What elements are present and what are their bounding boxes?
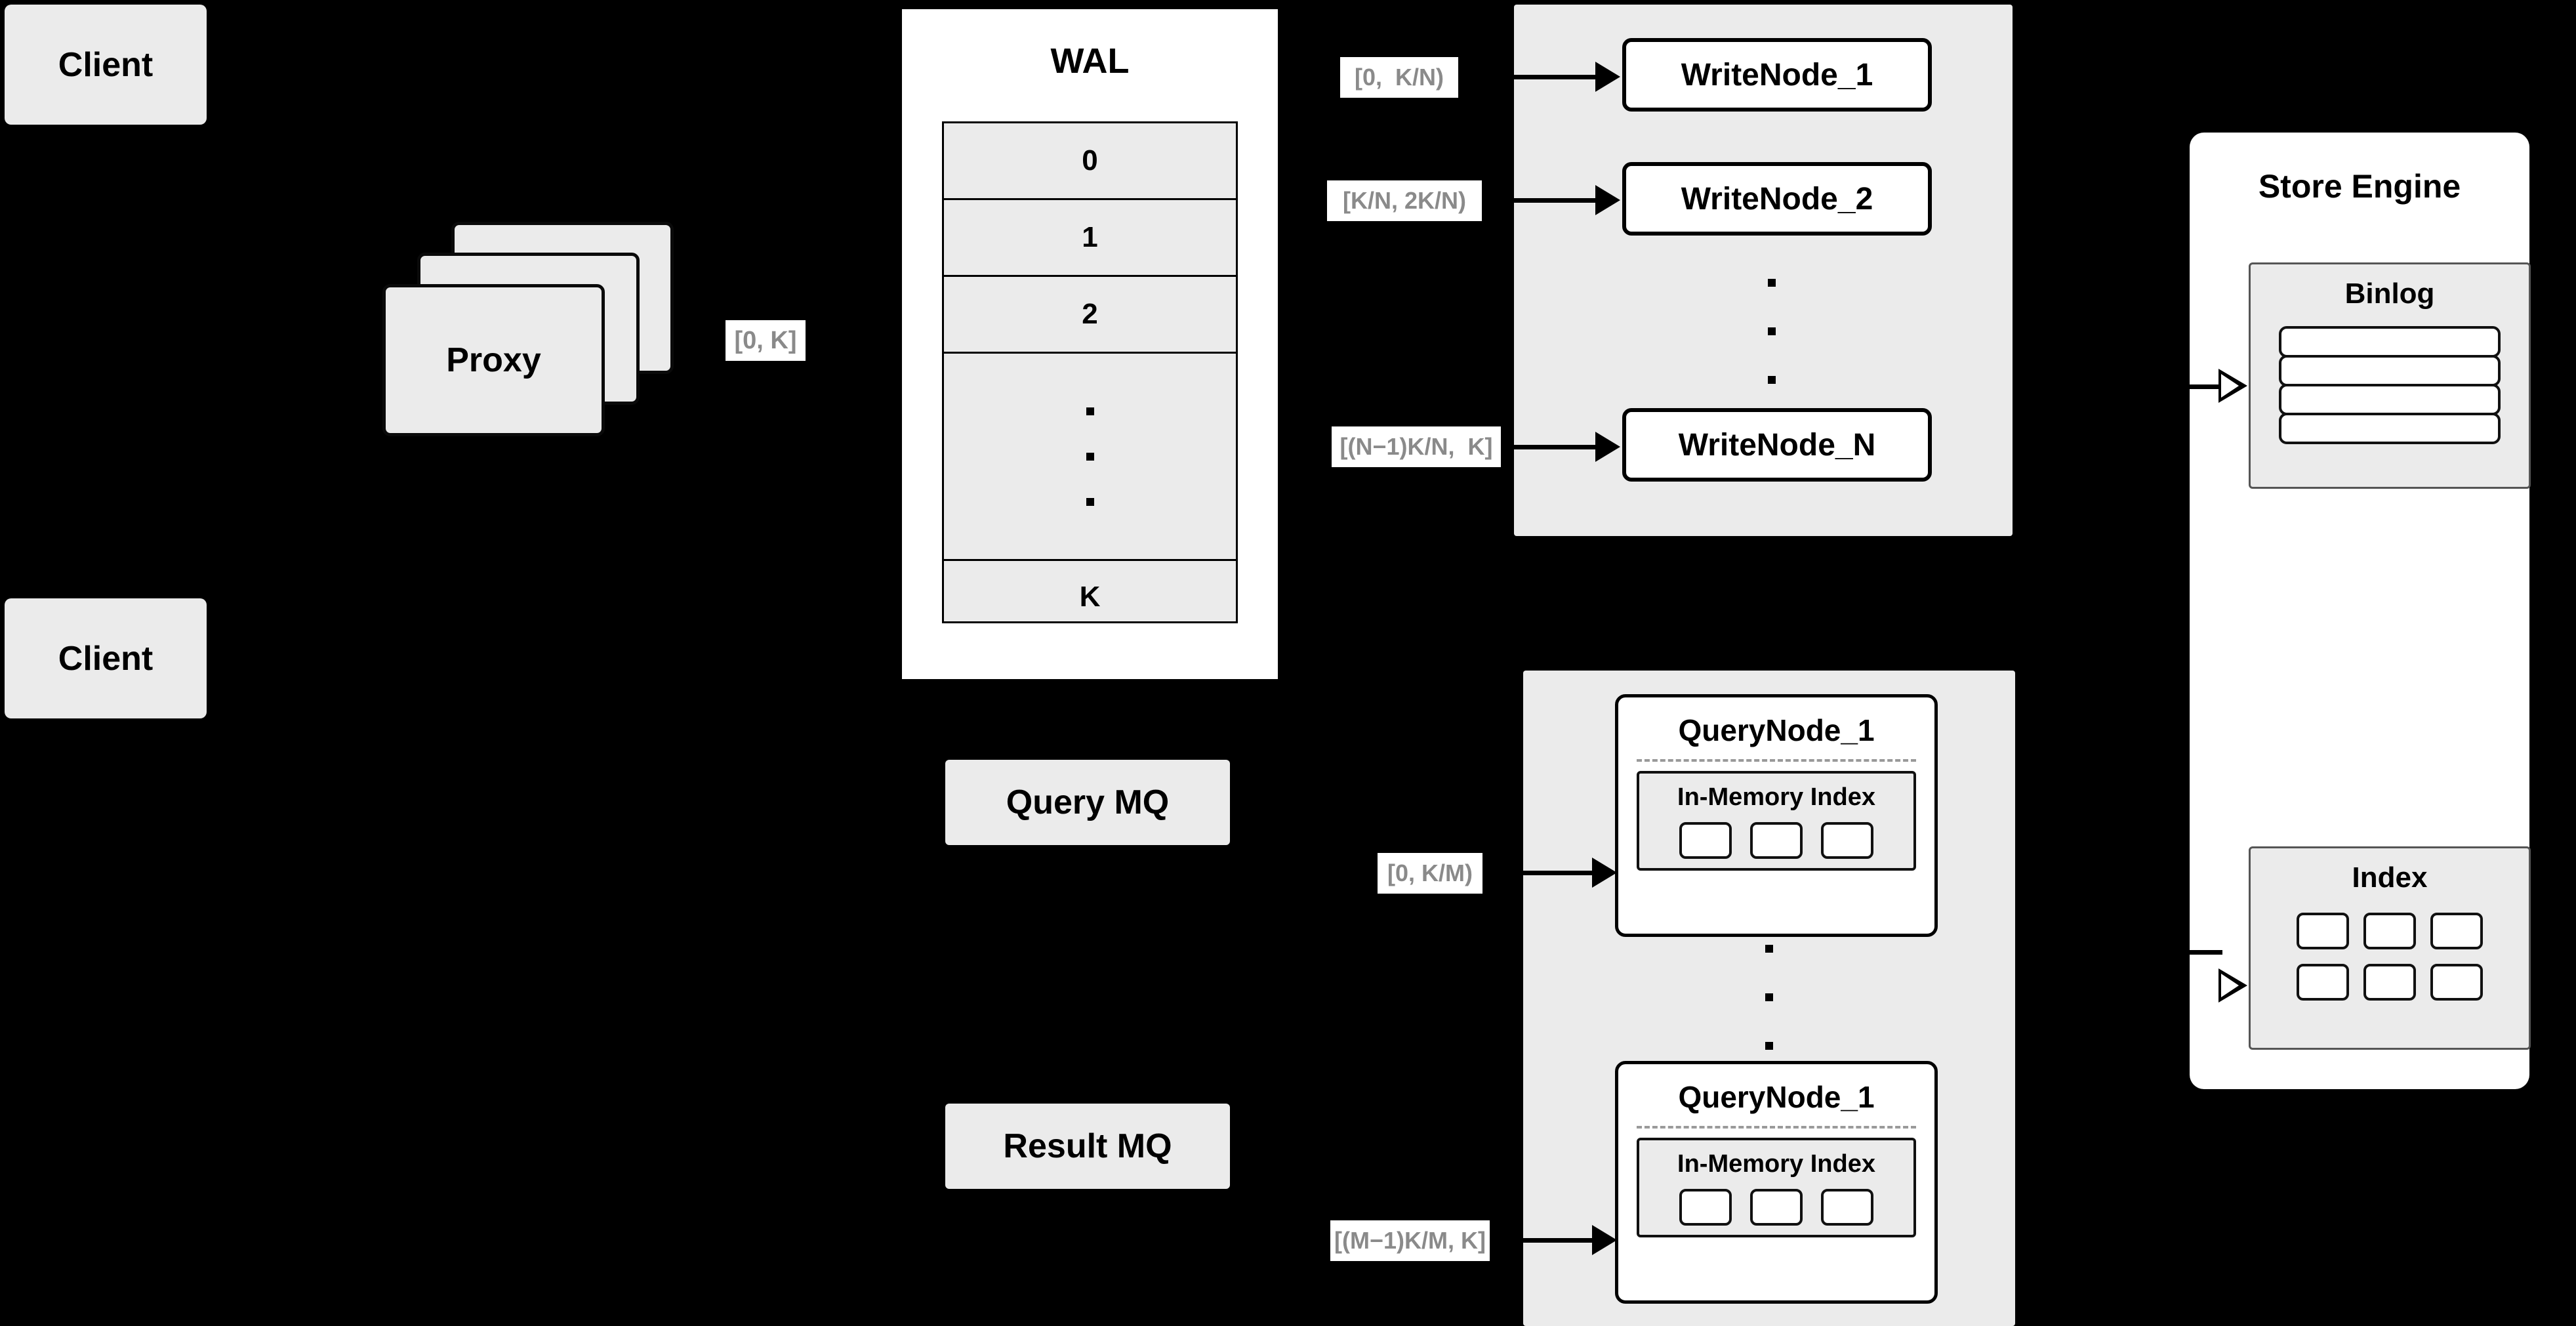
arrow-head-icon <box>1595 62 1620 92</box>
index-cell <box>2430 913 2483 949</box>
index-cell <box>2363 964 2416 1001</box>
arrow-head-icon <box>1595 432 1620 462</box>
ellipsis-dot-icon <box>1765 945 1773 953</box>
arrow-to-writenode-2 <box>1509 198 1601 203</box>
ellipsis-dot-icon <box>1086 497 1094 506</box>
index-cell <box>1750 1189 1803 1226</box>
arrow-to-querynode-m <box>1499 1238 1597 1243</box>
write-cluster-ellipsis <box>1767 279 1776 384</box>
proxy-label: Proxy <box>446 341 541 379</box>
query-node-1[interactable]: QueryNode_1 In-Memory Index <box>1615 694 1938 937</box>
query-cluster-ellipsis <box>1765 945 1774 1050</box>
index-cell <box>1750 822 1803 859</box>
query-node-label: QueryNode_1 <box>1678 1080 1875 1114</box>
write-node-label: WriteNode_N <box>1678 427 1876 463</box>
index-cell <box>1679 822 1732 859</box>
wal-table: 0 1 2 K <box>942 121 1238 623</box>
index-cell <box>1821 1189 1873 1226</box>
index-cell <box>2430 964 2483 1001</box>
result-mq-label: Result MQ <box>1003 1127 1172 1165</box>
range-label-writenode-n: [(N−1)K/N, K] <box>1332 426 1501 467</box>
result-mq-box[interactable]: Result MQ <box>945 1104 1230 1189</box>
index-title: Index <box>2352 861 2428 894</box>
client-label: Client <box>58 45 153 84</box>
ellipsis-dot-icon <box>1768 327 1776 335</box>
index-cell <box>1821 822 1873 859</box>
arrow-head-open-icon <box>2218 968 2247 1003</box>
index-panel: Index <box>2249 846 2531 1050</box>
ellipsis-dot-icon <box>1765 1042 1773 1050</box>
query-node-separator <box>1637 759 1916 762</box>
in-memory-index-label: In-Memory Index <box>1677 783 1875 811</box>
range-label-querynode-m: [(M−1)K/M, K] <box>1330 1220 1490 1261</box>
ellipsis-dot-icon <box>1086 452 1094 461</box>
binlog-bar <box>2279 326 2501 358</box>
arrow-to-binlog <box>2188 384 2222 389</box>
write-node-label: WriteNode_2 <box>1681 181 1873 217</box>
wal-row: 0 <box>944 123 1236 200</box>
range-label-querynode-1: [0, K/M) <box>1378 853 1482 894</box>
binlog-panel: Binlog <box>2249 262 2531 489</box>
binlog-title: Binlog <box>2344 278 2435 310</box>
query-node-label: QueryNode_1 <box>1678 713 1875 747</box>
query-mq-label: Query MQ <box>1006 783 1170 821</box>
index-cell <box>2297 964 2349 1001</box>
wal-row: 2 <box>944 277 1236 354</box>
store-engine-title: Store Engine <box>2258 168 2461 205</box>
arrow-to-querynode-1 <box>1499 871 1597 875</box>
query-node-separator <box>1637 1126 1916 1129</box>
range-label-writenode-2: [K/N, 2K/N) <box>1327 180 1482 221</box>
ellipsis-dot-icon <box>1765 993 1773 1001</box>
in-memory-index-m: In-Memory Index <box>1637 1138 1916 1237</box>
arrow-to-writenode-n <box>1509 445 1601 449</box>
in-memory-index-label: In-Memory Index <box>1677 1150 1875 1178</box>
wal-title: WAL <box>1050 41 1130 81</box>
write-node-n[interactable]: WriteNode_N <box>1622 408 1932 482</box>
in-memory-index-1: In-Memory Index <box>1637 771 1916 871</box>
ellipsis-dot-icon <box>1768 279 1776 287</box>
wal-row: 1 <box>944 200 1236 277</box>
binlog-bar <box>2279 384 2501 415</box>
binlog-bar <box>2279 355 2501 386</box>
index-cell <box>1679 1189 1732 1226</box>
index-cell <box>2363 913 2416 949</box>
range-label-writenode-1: [0, K/N) <box>1340 57 1458 98</box>
arrow-to-index <box>2188 950 2222 955</box>
ellipsis-dot-icon <box>1768 376 1776 384</box>
index-cell <box>2297 913 2349 949</box>
arrow-head-icon <box>1595 185 1620 215</box>
client-box-2[interactable]: Client <box>5 598 207 718</box>
arrow-to-writenode-1 <box>1509 75 1601 79</box>
edge-label-proxy-to-wal: [0, K] <box>726 320 806 361</box>
wal-row: K <box>1079 581 1101 613</box>
query-mq-box[interactable]: Query MQ <box>945 760 1230 845</box>
client-box-1[interactable]: Client <box>5 5 207 125</box>
client-label: Client <box>58 639 153 678</box>
write-node-label: WriteNode_1 <box>1681 57 1873 93</box>
arrow-head-icon <box>1592 1225 1617 1255</box>
binlog-bar <box>2279 413 2501 444</box>
wal-row-ellipsis <box>944 354 1236 561</box>
arrow-head-open-icon <box>2218 369 2247 403</box>
query-node-m[interactable]: QueryNode_1 In-Memory Index <box>1615 1061 1938 1304</box>
ellipsis-dot-icon <box>1086 407 1094 415</box>
proxy-box[interactable]: Proxy <box>382 284 605 436</box>
write-node-2[interactable]: WriteNode_2 <box>1622 162 1932 236</box>
write-node-1[interactable]: WriteNode_1 <box>1622 38 1932 112</box>
arrow-head-icon <box>1592 858 1617 888</box>
